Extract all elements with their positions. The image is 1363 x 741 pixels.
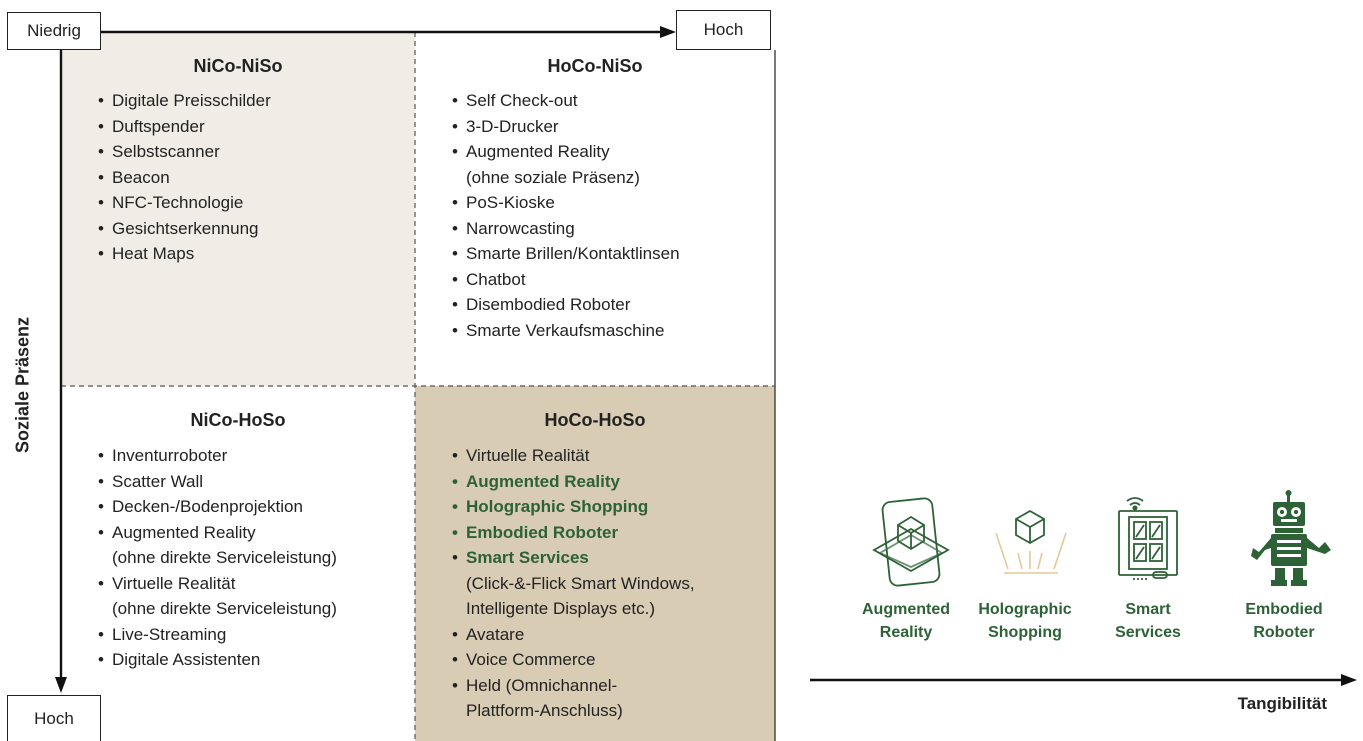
list-item: Held (Omnichannel-Plattform-Anschluss) <box>452 673 695 724</box>
quadrant-hoco-hoso: HoCo-HoSo Virtuelle Realität Augmented R… <box>415 386 775 741</box>
list-item: Smarte Verkaufsmaschine <box>452 318 680 344</box>
x-axis-arrowhead <box>660 26 676 38</box>
list-item: Smart Services(Click-&-Flick Smart Windo… <box>452 545 695 622</box>
quadrant-hoco-niso: HoCo-NiSo Self Check-out 3-D-Drucker Aug… <box>415 32 775 386</box>
list-item: Live-Streaming <box>98 622 337 648</box>
list-item: Voice Commerce <box>452 647 695 673</box>
y-axis-arrowhead <box>55 677 67 693</box>
robot-icon <box>1245 490 1335 595</box>
quadrant-list: Inventurroboter Scatter Wall Decken-/Bod… <box>98 443 337 673</box>
hologram-cube-icon <box>982 505 1082 590</box>
list-item: Digitale Assistenten <box>98 647 337 673</box>
tangibility-axis-title: Tangibilität <box>1237 694 1327 713</box>
list-item: Decken-/Bodenprojektion <box>98 494 337 520</box>
quadrant-list: Self Check-out 3-D-Drucker Augmented Rea… <box>452 88 680 343</box>
list-item-highlighted: Augmented Reality <box>452 469 695 495</box>
tech-label-holographic-shopping: Holographic Shopping <box>978 601 1072 641</box>
quadrant-list: Digitale Preisschilder Duftspender Selbs… <box>98 88 271 267</box>
quadrant-title: NiCo-HoSo <box>190 410 286 430</box>
tech-label-embodied-roboter: Embodied Roboter <box>1245 601 1323 641</box>
list-item: Duftspender <box>98 114 271 140</box>
list-item: Virtuelle Realität(ohne direkte Servicel… <box>98 571 337 622</box>
quadrant-list: Virtuelle Realität Augmented Reality Hol… <box>452 443 695 724</box>
list-item-highlighted: Holographic Shopping <box>452 494 695 520</box>
quadrant-title: HoCo-NiSo <box>547 56 643 76</box>
list-item: Gesichtserkennung <box>98 216 271 242</box>
list-item: 3-D-Drucker <box>452 114 680 140</box>
matrix-lines <box>55 26 776 741</box>
tech-label-augmented-reality: Augmented Reality <box>862 601 950 641</box>
y-axis-high-label: Hoch <box>7 695 101 741</box>
quadrant-nico-hoso: NiCo-HoSo Inventurroboter Scatter Wall D… <box>61 386 415 741</box>
tech-label-smart-services: Smart Services <box>1115 601 1181 641</box>
list-item: Augmented Reality(ohne soziale Präsenz) <box>452 139 680 190</box>
quadrant-title: HoCo-HoSo <box>544 410 646 430</box>
list-item: Narrowcasting <box>452 216 680 242</box>
list-item: Chatbot <box>452 267 680 293</box>
list-item: Selbstscanner <box>98 139 271 165</box>
y-axis-title: Soziale Präsenz <box>12 316 33 454</box>
list-item: Disembodied Roboter <box>452 292 680 318</box>
ar-phone-icon <box>866 495 956 595</box>
list-item: Virtuelle Realität <box>452 443 695 469</box>
list-item: Beacon <box>98 165 271 191</box>
list-item: Self Check-out <box>452 88 680 114</box>
tangibility-axis <box>810 674 1357 686</box>
list-item: Scatter Wall <box>98 469 337 495</box>
quadrant-title: NiCo-NiSo <box>193 56 283 76</box>
list-item-highlighted: Embodied Roboter <box>452 520 695 546</box>
list-item: PoS-Kioske <box>452 190 680 216</box>
list-item: Digitale Preisschilder <box>98 88 271 114</box>
list-item: Avatare <box>452 622 695 648</box>
quadrant-nico-niso: NiCo-NiSo Digitale Preisschilder Duftspe… <box>61 32 415 386</box>
list-item: NFC-Technologie <box>98 190 271 216</box>
list-item: Augmented Reality(ohne direkte Servicele… <box>98 520 337 571</box>
x-axis-low-label: Niedrig <box>7 12 101 50</box>
list-item: Smarte Brillen/Kontaktlinsen <box>452 241 680 267</box>
x-axis-high-label: Hoch <box>676 10 771 50</box>
list-item: Inventurroboter <box>98 443 337 469</box>
smart-window-icon <box>1113 495 1183 590</box>
list-item: Heat Maps <box>98 241 271 267</box>
